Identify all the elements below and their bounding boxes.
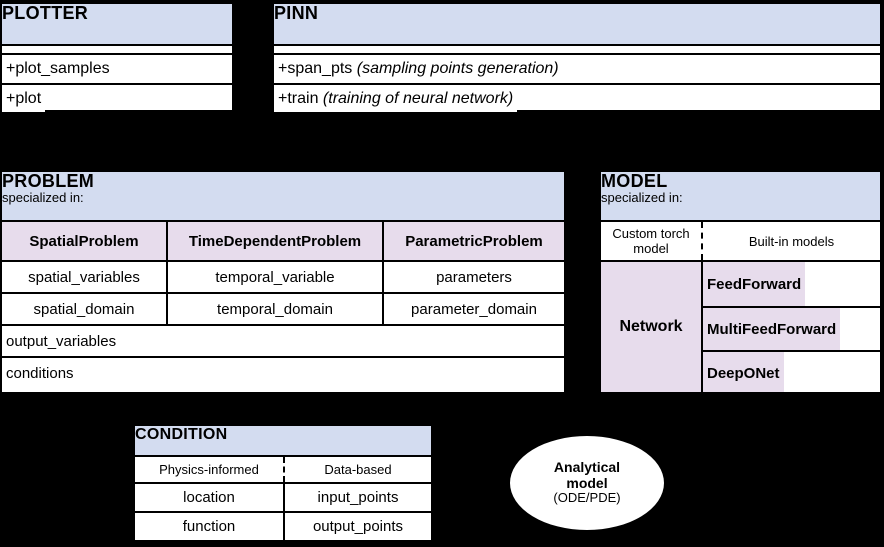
- problem-title: PROBLEM: [2, 171, 95, 191]
- problem-attribute-row-1: spatial_domain temporal_domain parameter…: [2, 292, 564, 324]
- condition-kind-physics-informed: Physics-informed: [135, 457, 283, 482]
- pinn-method-row-0[interactable]: +span_pts (sampling points generation): [274, 53, 880, 83]
- model-title: MODEL: [601, 171, 668, 191]
- problem-attr-temporal-domain: temporal_domain: [166, 294, 382, 324]
- model-builtin-list: FeedForward MultiFeedForward DeepONet: [701, 262, 880, 392]
- problem-shared-row-1: conditions: [2, 356, 564, 388]
- plotter-title: PLOTTER: [2, 3, 89, 23]
- plotter-class-box[interactable]: PLOTTER +plot_samples +plot: [0, 2, 234, 112]
- pinn-method-span-pts[interactable]: +span_pts (sampling points generation): [274, 55, 563, 83]
- pinn-method-span-pts-name: +span_pts: [278, 60, 353, 77]
- connector-analytical-to-condition: [433, 473, 518, 489]
- model-kind-builtin: Built-in models: [701, 222, 880, 260]
- condition-header: CONDITION: [135, 426, 431, 455]
- model-builtin-multifeedforward[interactable]: MultiFeedForward: [703, 308, 841, 350]
- analytical-model-line-1: Analytical: [553, 459, 621, 476]
- model-network-cell[interactable]: Network: [601, 262, 701, 392]
- condition-kind-data-based: Data-based: [283, 457, 431, 482]
- problem-subtitle: specialized in:: [2, 190, 84, 206]
- model-builtin-feedforward[interactable]: FeedForward: [703, 262, 806, 306]
- model-body-row: Network FeedForward MultiFeedForward Dee…: [601, 260, 880, 392]
- problem-attr-parameter-domain: parameter_domain: [382, 294, 564, 324]
- model-kind-row: Custom torch model Built-in models: [601, 220, 880, 260]
- condition-attr-location: location: [135, 484, 283, 511]
- problem-header: PROBLEM specialized in:: [2, 171, 564, 220]
- analytical-model-node[interactable]: Analytical model (ODE/PDE): [508, 434, 666, 532]
- condition-class-box[interactable]: CONDITION Physics-informed Data-based lo…: [133, 424, 433, 542]
- condition-attribute-row-1: function output_points: [135, 511, 431, 540]
- model-subtitle: specialized in:: [601, 190, 683, 206]
- plotter-header: PLOTTER: [2, 3, 232, 44]
- problem-specialization-row[interactable]: SpatialProblem TimeDependentProblem Para…: [2, 220, 564, 260]
- problem-attribute-row-0: spatial_variables temporal_variable para…: [2, 260, 564, 292]
- plotter-separator: [2, 44, 232, 53]
- pinn-separator: [274, 44, 880, 53]
- pinn-method-train-name: +train: [278, 89, 319, 107]
- pinn-method-train[interactable]: +train (training of neural network): [274, 85, 518, 112]
- problem-specialization-parametric[interactable]: ParametricProblem: [382, 222, 564, 260]
- problem-shared-row-0: output_variables: [2, 324, 564, 356]
- model-kind-custom-torch: Custom torch model: [601, 222, 701, 260]
- analytical-model-line-3: (ODE/PDE): [553, 490, 621, 506]
- model-builtin-deeponet-row[interactable]: DeepONet: [703, 350, 880, 392]
- problem-attr-spatial-domain: spatial_domain: [2, 294, 166, 324]
- problem-attr-spatial-variables: spatial_variables: [2, 262, 166, 292]
- problem-attr-output-variables: output_variables: [2, 326, 121, 356]
- plotter-method-plot[interactable]: +plot: [2, 85, 46, 112]
- condition-kind-row: Physics-informed Data-based: [135, 455, 431, 482]
- plotter-method-row-1[interactable]: +plot: [2, 83, 232, 112]
- connector-plotter-to-pinn: [233, 50, 272, 64]
- condition-attribute-row-0: location input_points: [135, 482, 431, 511]
- pinn-header: PINN: [274, 3, 880, 44]
- connector-pinn-to-children: [282, 113, 743, 172]
- pinn-method-row-1[interactable]: +train (training of neural network): [274, 83, 880, 112]
- pinn-method-train-note: (training of neural network): [322, 89, 514, 107]
- pinn-title: PINN: [274, 3, 319, 23]
- model-builtin-multifeedforward-row[interactable]: MultiFeedForward: [703, 306, 880, 350]
- problem-attr-temporal-variable: temporal_variable: [166, 262, 382, 292]
- plotter-method-plot-samples[interactable]: +plot_samples: [2, 55, 114, 83]
- condition-attr-output-points: output_points: [283, 513, 431, 540]
- problem-specialization-spatial[interactable]: SpatialProblem: [2, 222, 166, 260]
- plotter-method-row-0[interactable]: +plot_samples: [2, 53, 232, 83]
- problem-specialization-timedependent[interactable]: TimeDependentProblem: [166, 222, 382, 260]
- problem-class-box[interactable]: PROBLEM specialized in: SpatialProblem T…: [0, 170, 566, 394]
- problem-attr-parameters: parameters: [382, 262, 564, 292]
- condition-title: CONDITION: [135, 426, 228, 443]
- condition-attr-function: function: [135, 513, 283, 540]
- problem-attr-conditions: conditions: [2, 358, 78, 388]
- model-builtin-deeponet[interactable]: DeepONet: [703, 352, 784, 392]
- analytical-model-line-2: model: [566, 474, 608, 491]
- pinn-method-span-pts-note: (sampling points generation): [356, 60, 559, 77]
- model-class-box[interactable]: MODEL specialized in: Custom torch model…: [599, 170, 882, 394]
- connector-problem-to-condition: [276, 387, 290, 425]
- model-header: MODEL specialized in:: [601, 171, 880, 220]
- model-builtin-feedforward-row[interactable]: FeedForward: [703, 262, 880, 306]
- condition-attr-input-points: input_points: [283, 484, 431, 511]
- pinn-class-box[interactable]: PINN +span_pts (sampling points generati…: [272, 2, 882, 112]
